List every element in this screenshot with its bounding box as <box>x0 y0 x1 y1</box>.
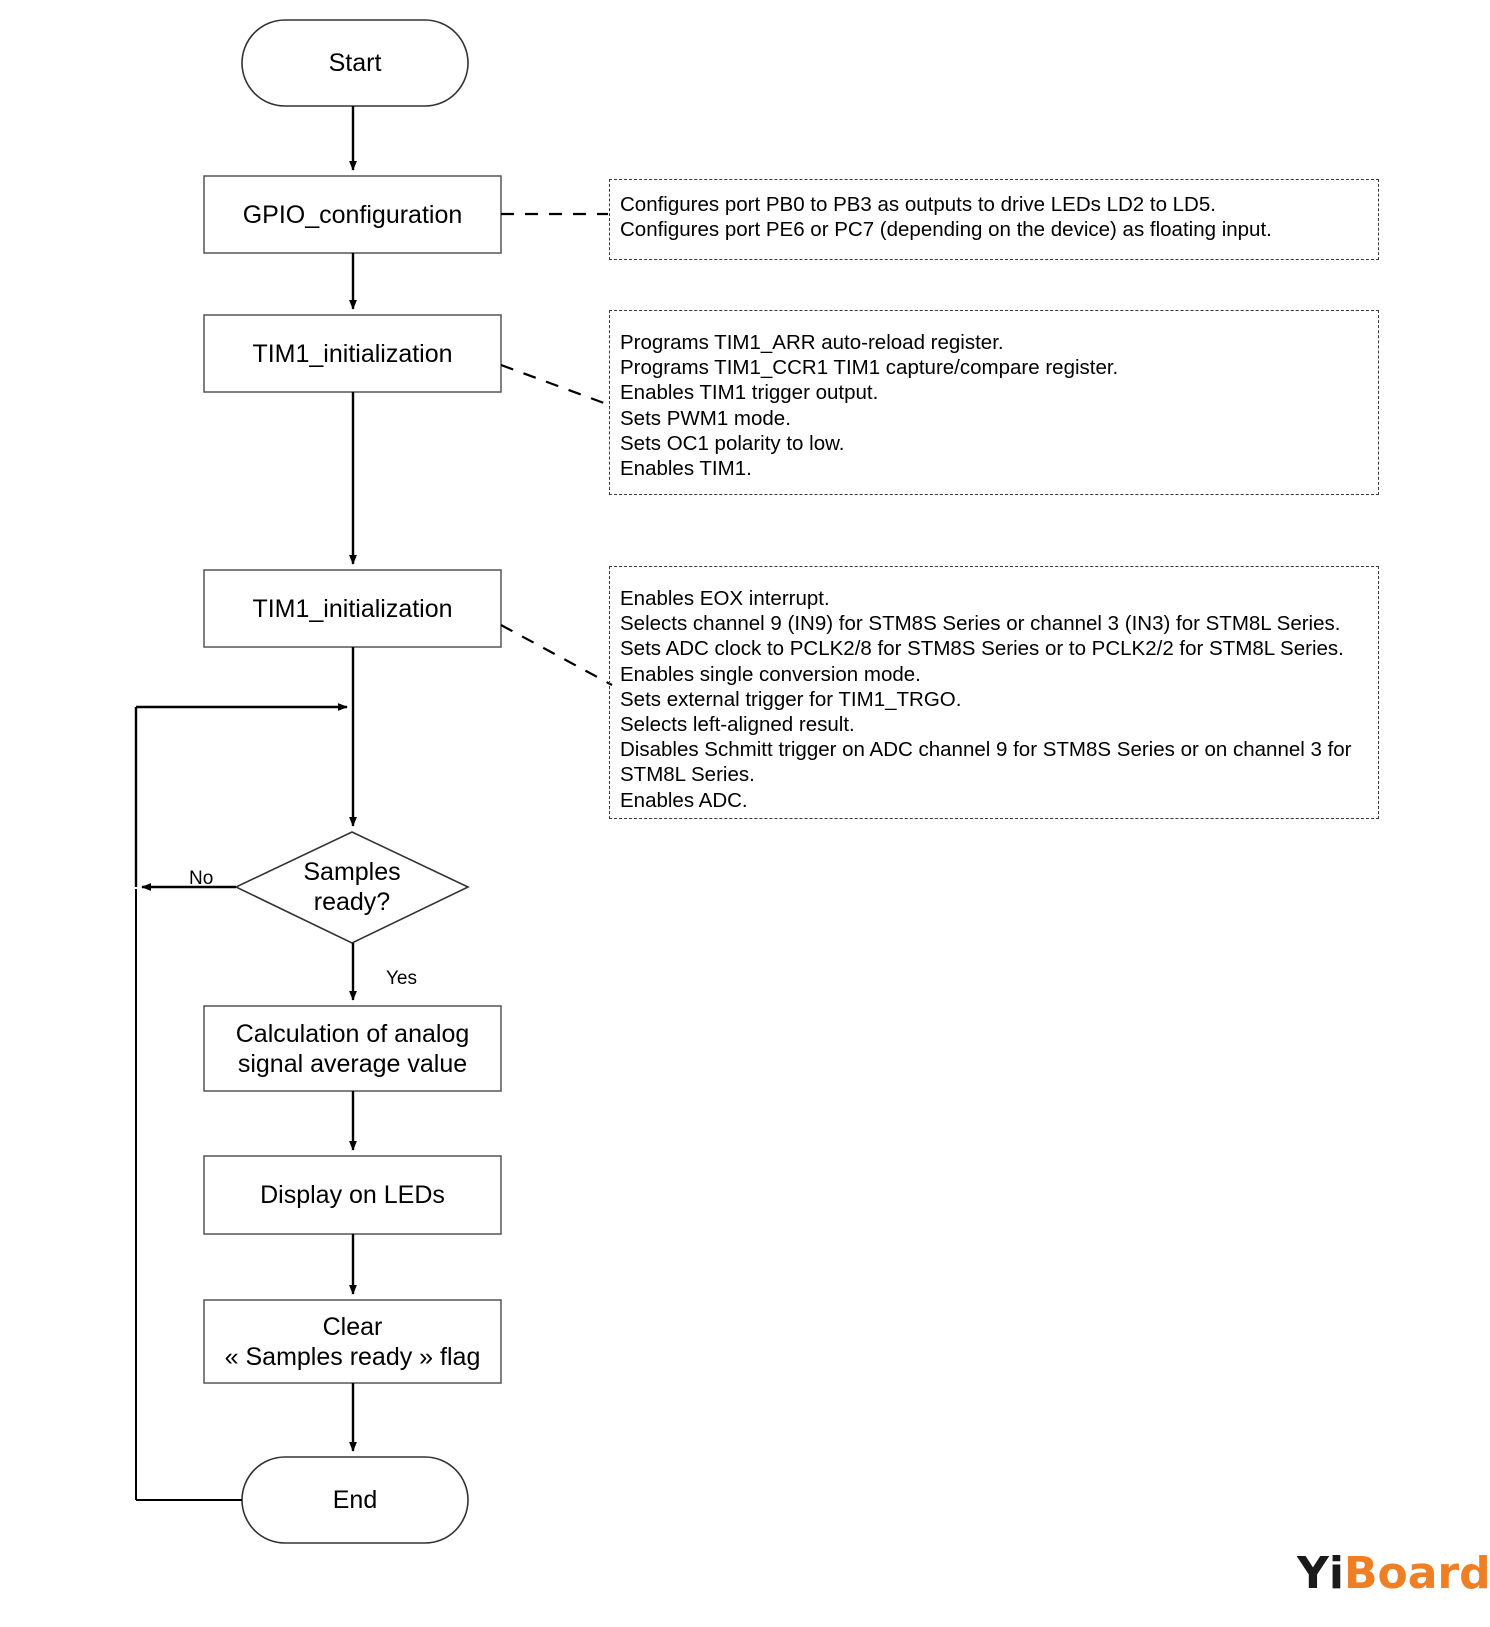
edge-label-yes: Yes <box>386 968 417 989</box>
note-adc-line-2: Sets ADC clock to PCLK2/8 for STM8S Seri… <box>620 637 1344 661</box>
node-end-shape <box>241 1456 469 1544</box>
node-display-shape <box>203 1155 502 1235</box>
note-text-tim1: Programs TIM1_ARR auto-reload register.P… <box>620 330 1370 481</box>
node-decision-shape <box>234 831 470 944</box>
note-tim1-line-2: Enables TIM1 trigger output. <box>620 381 879 405</box>
note-adc-line-3: Enables single conversion mode. <box>620 662 921 686</box>
leader-tim1-note <box>500 363 613 408</box>
note-tim1-line-5: Enables TIM1. <box>620 457 752 481</box>
note-adc-line-7: STM8L Series. <box>620 763 755 787</box>
note-tim1-line-1: Programs TIM1_CCR1 TIM1 capture/compare … <box>620 356 1119 380</box>
note-gpio-line-1: Configures port PE6 or PC7 (depending on… <box>620 218 1272 242</box>
note-tim1-line-0: Programs TIM1_ARR auto-reload register. <box>620 331 1004 354</box>
node-tim1b-shape <box>203 569 502 648</box>
note-tim1-line-4: Sets OC1 polarity to low. <box>620 431 845 455</box>
note-box-adc <box>609 566 1379 819</box>
note-adc-line-8: Enables ADC. <box>620 788 748 812</box>
note-text-gpio: Configures port PB0 to PB3 as outputs to… <box>620 192 1370 242</box>
note-gpio-line-0: Configures port PB0 to PB3 as outputs to… <box>620 193 1216 216</box>
note-box-tim1 <box>609 310 1379 495</box>
note-adc-line-5: Selects left-aligned result. <box>620 713 855 737</box>
node-start-shape <box>241 19 469 107</box>
node-gpio-shape <box>203 175 502 254</box>
note-tim1-line-3: Sets PWM1 mode. <box>620 406 791 430</box>
node-tim1a-shape <box>203 314 502 393</box>
note-adc-line-1: Selects channel 9 (IN9) for STM8S Series… <box>620 612 1341 636</box>
note-adc-line-0: Enables EOX interrupt. <box>620 587 830 610</box>
watermark-logo: YiBoard <box>1297 1548 1490 1599</box>
node-clear-shape <box>203 1299 502 1384</box>
watermark-board: Board <box>1343 1548 1490 1599</box>
node-calc-shape <box>203 1005 502 1092</box>
note-adc-line-6: Disables Schmitt trigger on ADC channel … <box>620 738 1352 762</box>
note-adc-line-4: Sets external trigger for TIM1_TRGO. <box>620 687 962 711</box>
watermark-yi: Yi <box>1297 1548 1344 1599</box>
note-box-gpio <box>609 179 1379 260</box>
note-text-adc: Enables EOX interrupt.Selects channel 9 … <box>620 586 1370 813</box>
leader-adc-note <box>500 624 613 686</box>
edge-label-no: No <box>189 868 214 889</box>
